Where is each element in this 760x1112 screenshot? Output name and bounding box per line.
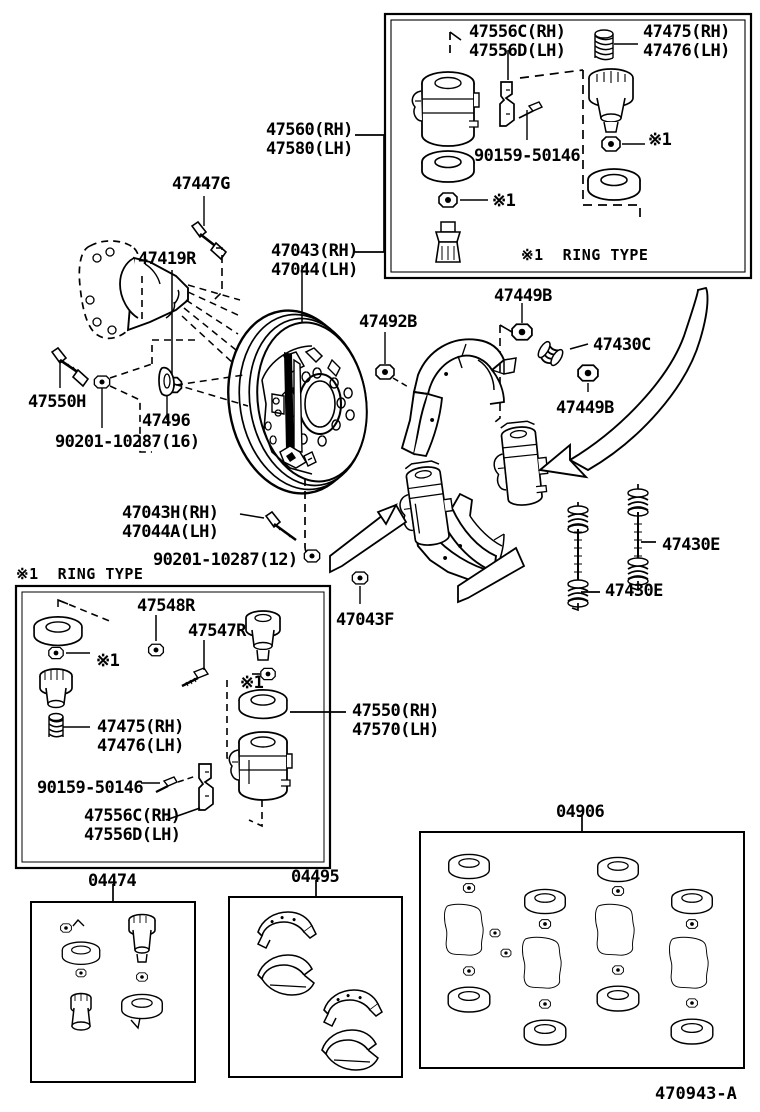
nut-47449b-bottom <box>577 364 599 392</box>
callout-47570-LH: 47570(LH) <box>352 720 439 740</box>
callout-47548R-inset: 47548R <box>137 596 195 616</box>
bolt-47550h <box>50 346 90 388</box>
callout-box-label-04906: 04906 <box>556 802 605 822</box>
assembly-arrow-curved <box>537 286 709 479</box>
callout-47430E-bottom: 47430E <box>605 581 663 601</box>
kit-box-04474-parts <box>60 913 163 1031</box>
callout-47580-LH: 47580(LH) <box>266 139 353 159</box>
callout-47476-LH-top: 47476(LH) <box>643 41 730 61</box>
brake-shoe-upper <box>400 338 517 458</box>
callout-47475-RH-top: 47475(RH) <box>643 22 730 42</box>
callout-ring-mark-inset-1: ※1 <box>96 651 120 671</box>
callout-ring-mark-top-2: ※1 <box>492 191 516 211</box>
callout-47043F: 47043F <box>336 610 394 630</box>
washer-47043f <box>351 571 369 604</box>
callout-47043-RH: 47043(RH) <box>271 241 358 261</box>
callout-47044A-LH: 47044A(LH) <box>122 522 219 542</box>
spring-47430c <box>537 340 589 367</box>
callout-ring-mark-inset-2: ※1 <box>240 673 264 693</box>
callout-47556C-RH-top: 47556C(RH) <box>469 22 566 42</box>
assembly-arrow-small <box>329 503 408 574</box>
callout-sheet-reference: 470943-A <box>655 1084 737 1104</box>
washer-90201-10287-16 <box>93 339 195 453</box>
bolt-47447g <box>190 196 228 261</box>
return-spring-47430e-right <box>581 484 656 593</box>
callout-47556D-LH-top: 47556D(LH) <box>469 41 566 61</box>
kit-box-04495-parts <box>256 911 383 1071</box>
nut-47492b <box>375 332 411 389</box>
callout-47475-RH-inset: 47475(RH) <box>97 717 184 737</box>
bottom-left-inset-parts <box>33 598 346 828</box>
axle-housing-flange <box>78 240 189 340</box>
wheel-cylinder-left <box>399 460 454 546</box>
callout-90159-50146-inset: 90159-50146 <box>37 778 144 798</box>
assembly-dashed-lines <box>141 247 249 407</box>
oil-seal-47496 <box>158 366 175 420</box>
callout-47476-LH-inset: 47476(LH) <box>97 736 184 756</box>
callout-47449B-top: 47449B <box>494 286 552 306</box>
callout-box-label-04495: 04495 <box>291 867 340 887</box>
callout-47043H-RH: 47043H(RH) <box>122 503 219 523</box>
callout-47430E-top: 47430E <box>662 535 720 555</box>
callout-47496: 47496 <box>142 411 191 431</box>
callout-ring-type-top: ※1 RING TYPE <box>521 246 649 264</box>
callout-47430C: 47430C <box>593 335 651 355</box>
washer-90201-10287-12 <box>303 478 321 563</box>
nut-47419r <box>161 270 183 394</box>
callout-box-label-04474: 04474 <box>88 871 137 891</box>
kit-box-04495-frame <box>228 880 403 1078</box>
callout-47447G: 47447G <box>172 174 230 194</box>
callout-ring-type-left: ※1 RING TYPE <box>16 565 144 583</box>
kit-box-04474-frame <box>30 884 196 1083</box>
callout-ring-mark-top-1: ※1 <box>648 130 672 150</box>
callout-90159-50146-top: 90159-50146 <box>474 146 581 166</box>
callout-47547R-inset: 47547R <box>188 621 246 641</box>
callout-47449B-bottom: 47449B <box>556 398 614 418</box>
top-right-inset-parts <box>411 29 645 263</box>
callout-47550H: 47550H <box>28 392 86 412</box>
callout-47419R: 47419R <box>138 249 196 269</box>
callout-47556C-RH-inset: 47556C(RH) <box>84 806 181 826</box>
assembly-arrow-small-2 <box>457 546 526 604</box>
callout-90201-10287-16: 90201-10287(16) <box>55 432 200 452</box>
bolt-47043h <box>239 510 297 542</box>
brake-backing-plate <box>227 309 368 495</box>
callout-47550-RH: 47550(RH) <box>352 701 439 721</box>
callout-47044-LH: 47044(LH) <box>271 260 358 280</box>
return-spring-47430e-left <box>567 502 589 612</box>
callout-90201-10287-12: 90201-10287(12) <box>153 550 298 570</box>
callout-47560-RH: 47560(RH) <box>266 120 353 140</box>
callout-47492B: 47492B <box>359 312 417 332</box>
wheel-cylinder-right <box>493 420 549 506</box>
callout-47556D-LH-inset: 47556D(LH) <box>84 825 181 845</box>
